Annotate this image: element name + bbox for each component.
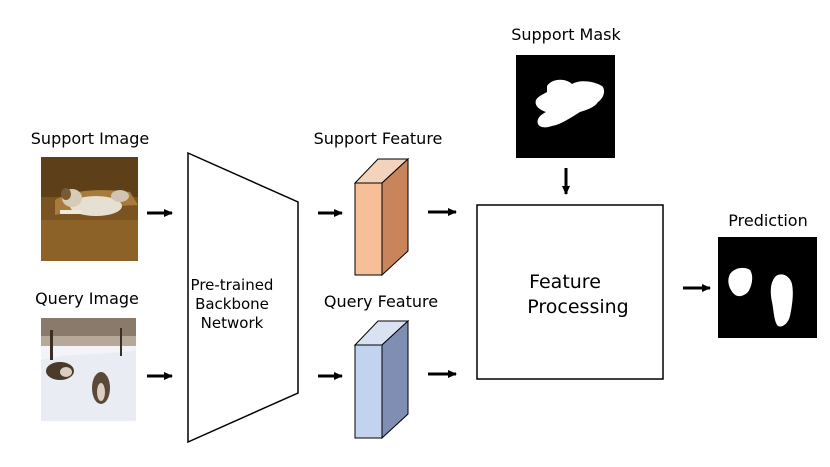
feature-processing-block [476, 204, 664, 380]
support-mask-label: Support Mask [511, 25, 621, 44]
processing-label-line2: Processing [527, 296, 628, 318]
backbone-label-line2: Backbone [195, 295, 269, 313]
query-image-photo [41, 318, 136, 421]
processing-label-line1: Feature [529, 271, 601, 293]
backbone-network-block [187, 151, 299, 444]
query-image-label: Query Image [35, 289, 139, 308]
query-feature-label: Query Feature [324, 292, 438, 311]
support-image-photo [41, 157, 138, 261]
support-image-label: Support Image [31, 129, 149, 148]
prediction-mask-image [718, 237, 817, 338]
backbone-label-line1: Pre-trained [191, 276, 274, 294]
query-feature-cuboid [353, 319, 410, 440]
support-mask-image [516, 55, 615, 158]
prediction-label: Prediction [728, 211, 807, 230]
backbone-label-line3: Network [201, 314, 264, 332]
support-feature-label: Support Feature [314, 129, 443, 148]
support-feature-cuboid [353, 157, 410, 277]
